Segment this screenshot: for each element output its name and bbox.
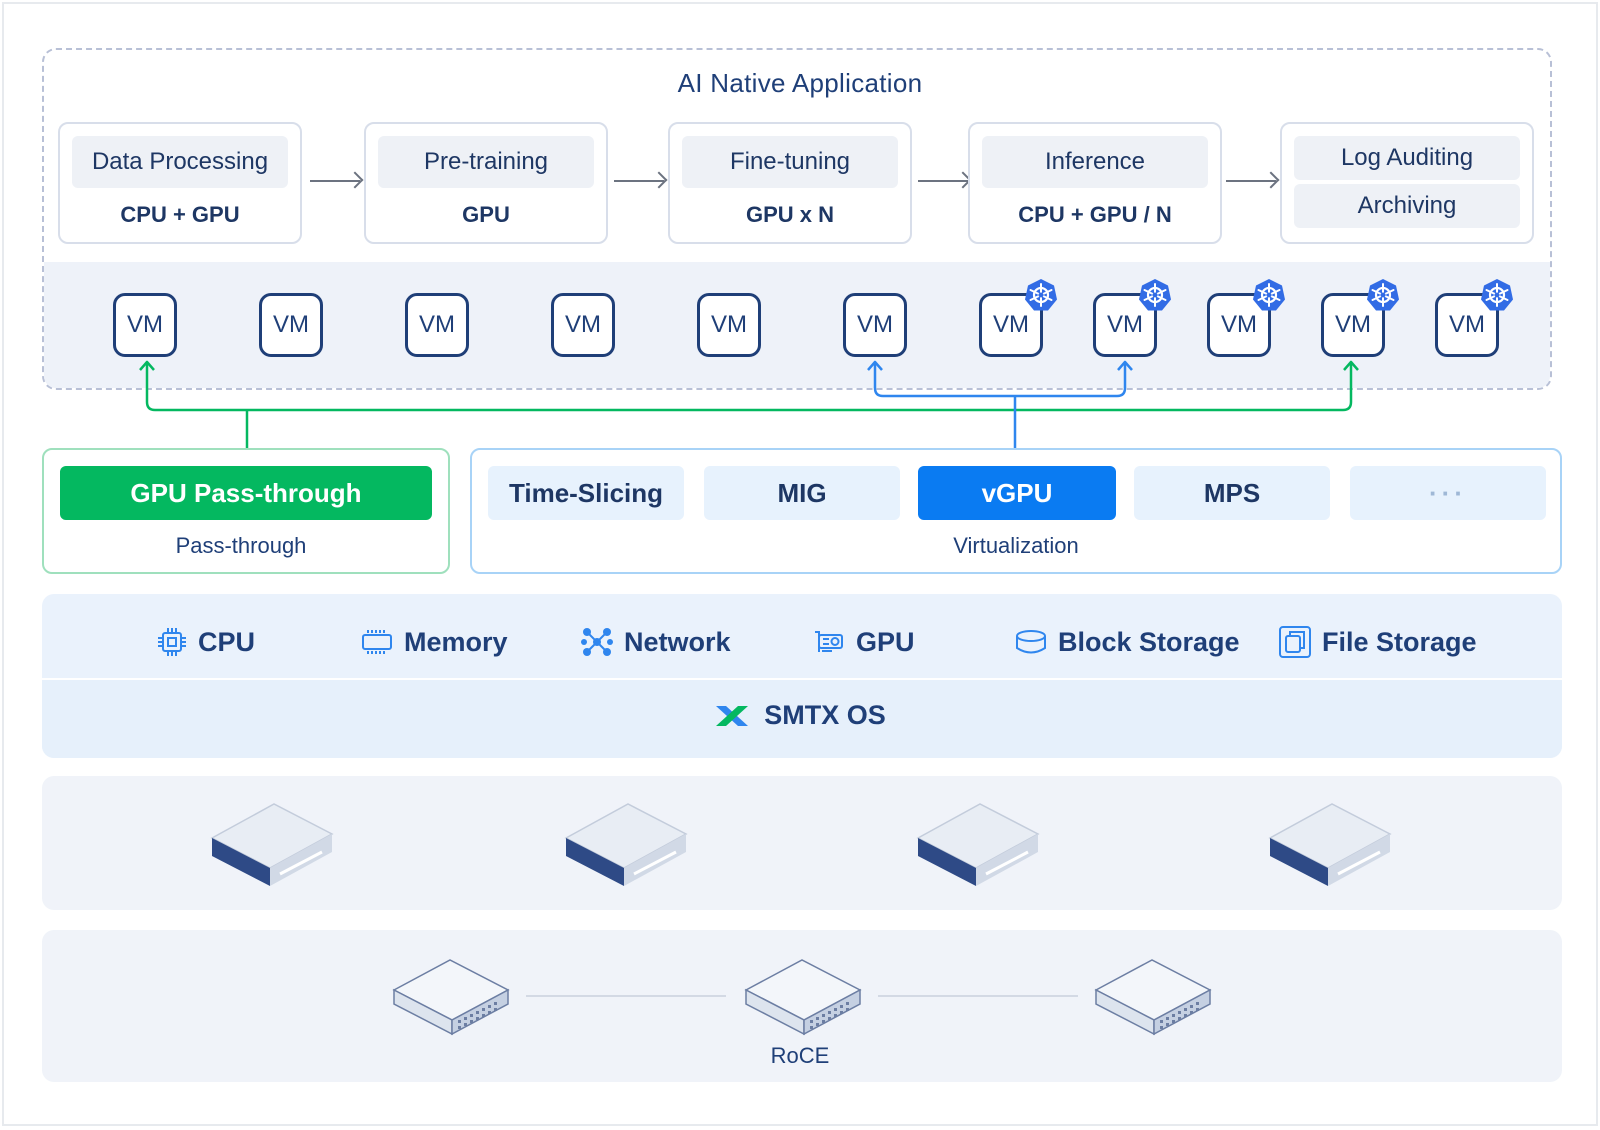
network-icon: [581, 628, 613, 656]
ai-native-application-area: [42, 48, 1552, 390]
memory-module-icon: [362, 630, 392, 654]
stage-label: Data Processing: [72, 136, 288, 188]
passthrough-connector: [139, 360, 1359, 466]
stage-inference: Inference CPU + GPU / N: [968, 122, 1222, 244]
stage-spec: CPU + GPU / N: [1018, 202, 1172, 227]
gpu-card-icon: [815, 631, 843, 652]
switch-icon: [1094, 959, 1212, 1036]
vm-node: VM: [405, 293, 469, 357]
resource-layer: [42, 594, 1562, 758]
smtx-os: SMTX OS: [0, 700, 1600, 731]
resource-memory: Memory: [360, 622, 508, 662]
resource-label: Network: [624, 626, 731, 657]
stage-fine-tuning: Fine-tuning GPU x N: [668, 122, 912, 244]
flow-arrow: [918, 180, 968, 182]
cpu-chip-icon: [158, 628, 186, 656]
server-icon: [916, 803, 1040, 886]
resource-file-storage: File Storage: [1278, 622, 1477, 662]
stage-pre-training: Pre-training GPU: [364, 122, 608, 244]
vm-node: VM: [1093, 293, 1157, 357]
kubernetes-wheel-icon: [1139, 279, 1171, 311]
passthrough-caption: Pass-through: [175, 533, 307, 558]
layer-divider: [42, 678, 1562, 680]
roce-link: [526, 995, 726, 997]
tech-vgpu: vGPU: [918, 466, 1116, 520]
kubernetes-wheel-icon: [1253, 279, 1285, 311]
app-title: AI Native Application: [677, 68, 923, 98]
vm-node: VM: [551, 293, 615, 357]
stage-spec: CPU + GPU: [120, 202, 240, 227]
roce-link: [878, 995, 1078, 997]
resource-label: File Storage: [1322, 626, 1477, 657]
resource-label: GPU: [856, 626, 915, 657]
stage-label: Fine-tuning: [682, 136, 898, 188]
resource-label: Memory: [404, 626, 508, 657]
stage-spec: GPU x N: [745, 202, 835, 227]
file-storage-icon: [1279, 626, 1311, 658]
resource-label: Block Storage: [1058, 626, 1240, 657]
switch-icon: [744, 959, 862, 1036]
stage-label: Inference: [982, 136, 1208, 188]
tech-mps: MPS: [1134, 466, 1330, 520]
os-layer: [42, 680, 1562, 758]
switch-icon: [392, 959, 510, 1036]
stage-label: Archiving: [1294, 184, 1520, 228]
server-icon: [1268, 803, 1392, 886]
flow-arrow: [614, 180, 664, 182]
vm-node: VM: [259, 293, 323, 357]
vm-node: VM: [113, 293, 177, 357]
resource-cpu: CPU: [156, 622, 255, 662]
resource-block-storage: Block Storage: [1014, 622, 1240, 662]
virtualization-caption: Virtualization: [953, 533, 1079, 558]
stage-spec: GPU: [462, 202, 510, 227]
kubernetes-wheel-icon: [1025, 279, 1057, 311]
server-icon: [210, 803, 334, 886]
flow-arrow: [1226, 180, 1276, 182]
vm-node: VM: [843, 293, 907, 357]
stage-label: Pre-training: [378, 136, 594, 188]
os-label: SMTX OS: [764, 700, 886, 730]
kubernetes-wheel-icon: [1367, 279, 1399, 311]
resource-gpu: GPU: [812, 622, 915, 662]
roce-label: RoCE: [770, 1043, 830, 1068]
tech-more: ···: [1350, 466, 1546, 520]
kubernetes-wheel-icon: [1481, 279, 1513, 311]
stage-log-auditing-archiving: Log Auditing Archiving: [1280, 122, 1534, 244]
stage-label: Log Auditing: [1294, 136, 1520, 180]
tech-mig: MIG: [704, 466, 900, 520]
tech-time-slicing: Time-Slicing: [488, 466, 684, 520]
flow-arrow: [310, 180, 360, 182]
server-icon: [564, 803, 688, 886]
smtx-logo-icon: [716, 705, 749, 726]
vm-node: VM: [697, 293, 761, 357]
resource-network: Network: [580, 622, 731, 662]
gpu-passthrough-mode: GPU Pass-through: [60, 466, 432, 520]
vm-node: VM: [979, 293, 1043, 357]
more-dots-icon: ···: [1429, 477, 1467, 508]
resource-label: CPU: [198, 626, 256, 657]
block-storage-icon: [1016, 630, 1046, 654]
stage-data-processing: Data Processing CPU + GPU: [58, 122, 302, 244]
